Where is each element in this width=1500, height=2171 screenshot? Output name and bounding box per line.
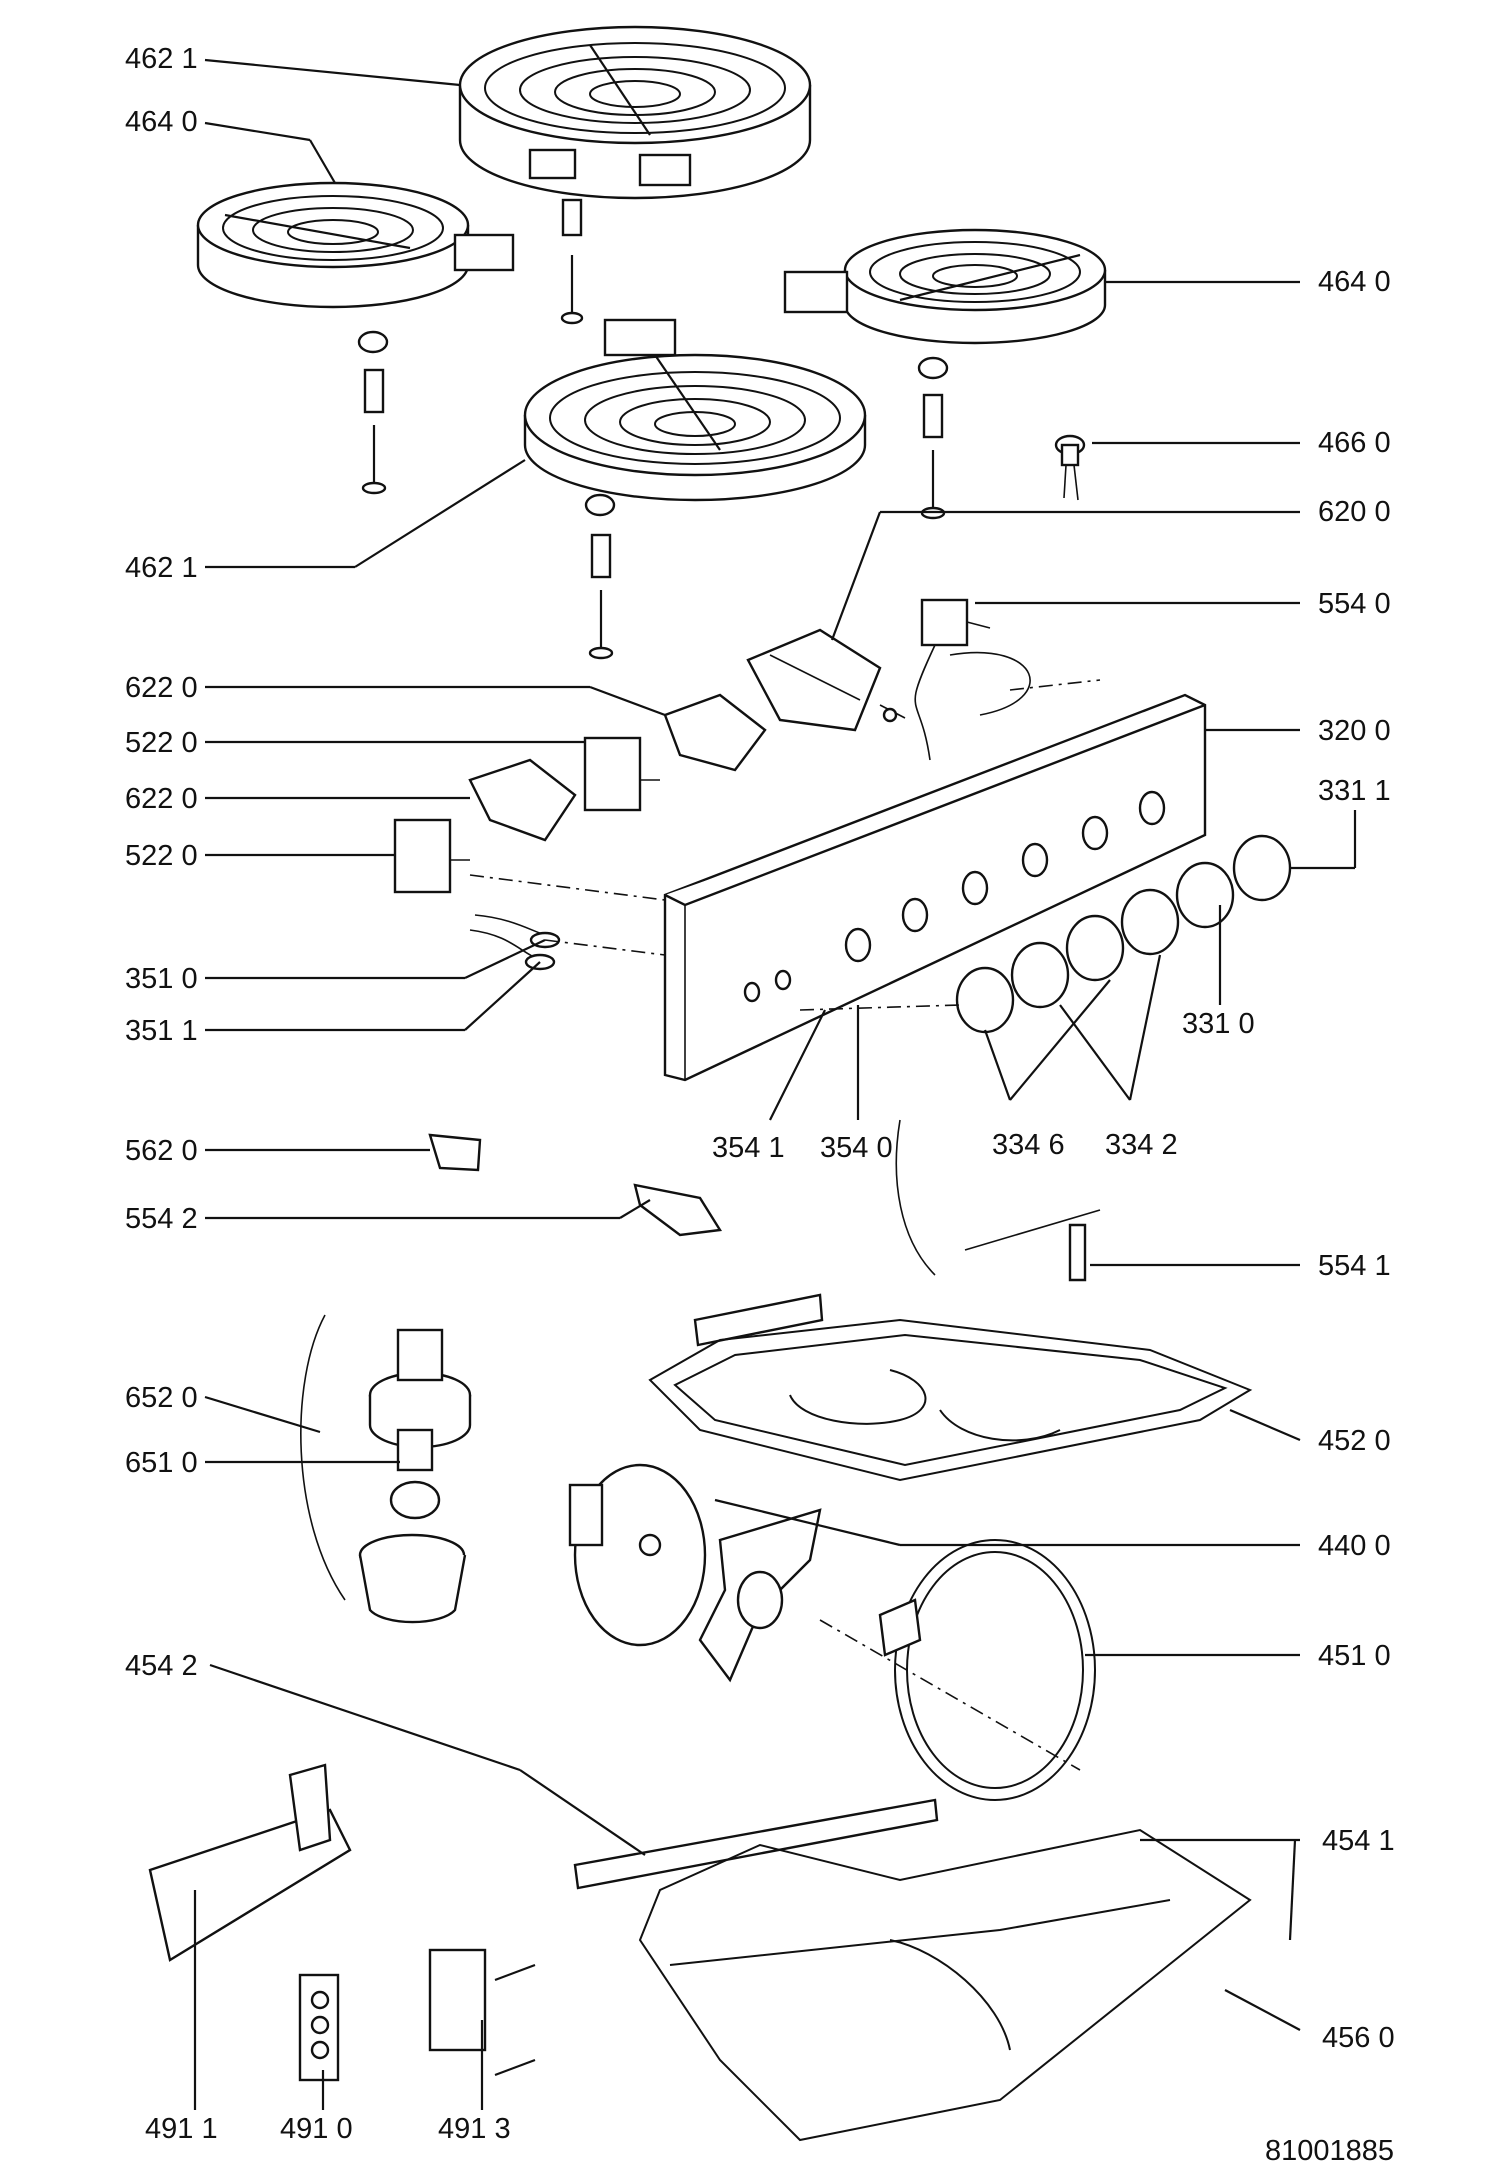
label-351-0: 351 0 [125,963,198,995]
hotplate-right-small [783,228,1107,345]
thermostat [914,598,1031,761]
assembly-dash-lines [469,679,1101,1771]
leader-lines [193,58,1357,2110]
indicator-lamp [1054,434,1086,501]
drawing-number: 81001885 [1265,2135,1394,2167]
label-451-0: 451 0 [1318,1640,1391,1672]
circular-fan-element [878,1539,1096,1801]
label-652-0: 652 0 [125,1382,198,1414]
energy-regulators [393,693,767,894]
label-554-1: 554 1 [1318,1250,1391,1282]
label-464-0-left: 464 0 [125,106,198,138]
label-440-0: 440 0 [1318,1530,1391,1562]
label-466-0: 466 0 [1318,427,1391,459]
oven-lamp-assembly [300,1314,472,1624]
selector-switch [746,628,906,732]
label-452-0: 452 0 [1318,1425,1391,1457]
label-554-2: 554 2 [125,1203,198,1235]
hotplate-center-large [523,318,867,502]
label-456-0: 456 0 [1322,2022,1395,2054]
label-331-1: 331 1 [1318,775,1391,807]
label-491-3: 491 3 [438,2113,511,2145]
control-knobs [955,834,1292,1034]
label-331-0: 331 0 [1182,1008,1255,1040]
fan-motor [568,1463,822,1683]
grill-element [648,1293,1253,1482]
hotplate-left-small [196,181,515,309]
label-491-1: 491 1 [145,2113,218,2145]
label-462-1-center: 462 1 [125,552,198,584]
small-brackets [428,1119,1101,1282]
label-334-6: 334 6 [992,1129,1065,1161]
control-panel [663,693,1207,1082]
label-651-0: 651 0 [125,1447,198,1479]
label-454-2: 454 2 [125,1650,198,1682]
label-462-1-top: 462 1 [125,43,198,75]
label-491-0: 491 0 [280,2113,353,2145]
label-334-2: 334 2 [1105,1129,1178,1161]
base-element [573,1798,1252,2142]
label-351-1: 351 1 [125,1015,198,1047]
label-464-0-right: 464 0 [1318,266,1391,298]
label-522-0-upper: 522 0 [125,727,198,759]
label-620-0: 620 0 [1318,496,1391,528]
label-454-1: 454 1 [1322,1825,1395,1857]
label-354-1: 354 1 [712,1132,785,1164]
label-622-0-upper: 622 0 [125,672,198,704]
label-562-0: 562 0 [125,1135,198,1167]
terminal-parts [148,1763,536,2082]
label-320-0: 320 0 [1318,715,1391,747]
label-354-0: 354 0 [820,1132,893,1164]
fixing-screws [357,198,949,660]
label-554-0: 554 0 [1318,588,1391,620]
hotplate-top-large [458,25,812,200]
label-622-0-lower: 622 0 [125,783,198,815]
label-522-0-lower: 522 0 [125,840,198,872]
wire-terminals [469,914,561,971]
